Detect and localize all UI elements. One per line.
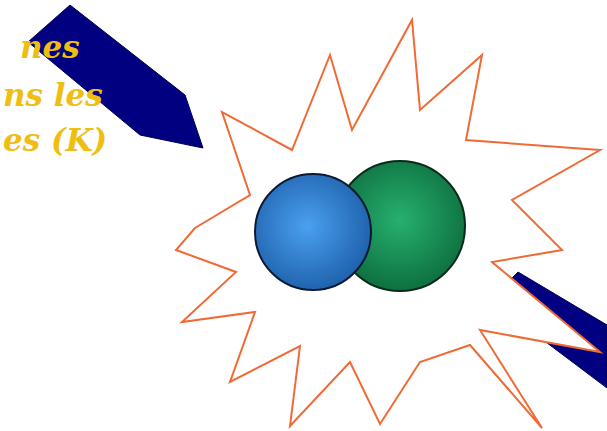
blue-particle: [255, 174, 371, 290]
slide-text: ns les: [3, 78, 103, 112]
slide-text: es (K): [3, 123, 107, 157]
slide-text: nes: [20, 30, 80, 64]
impact-starburst: [176, 20, 600, 428]
